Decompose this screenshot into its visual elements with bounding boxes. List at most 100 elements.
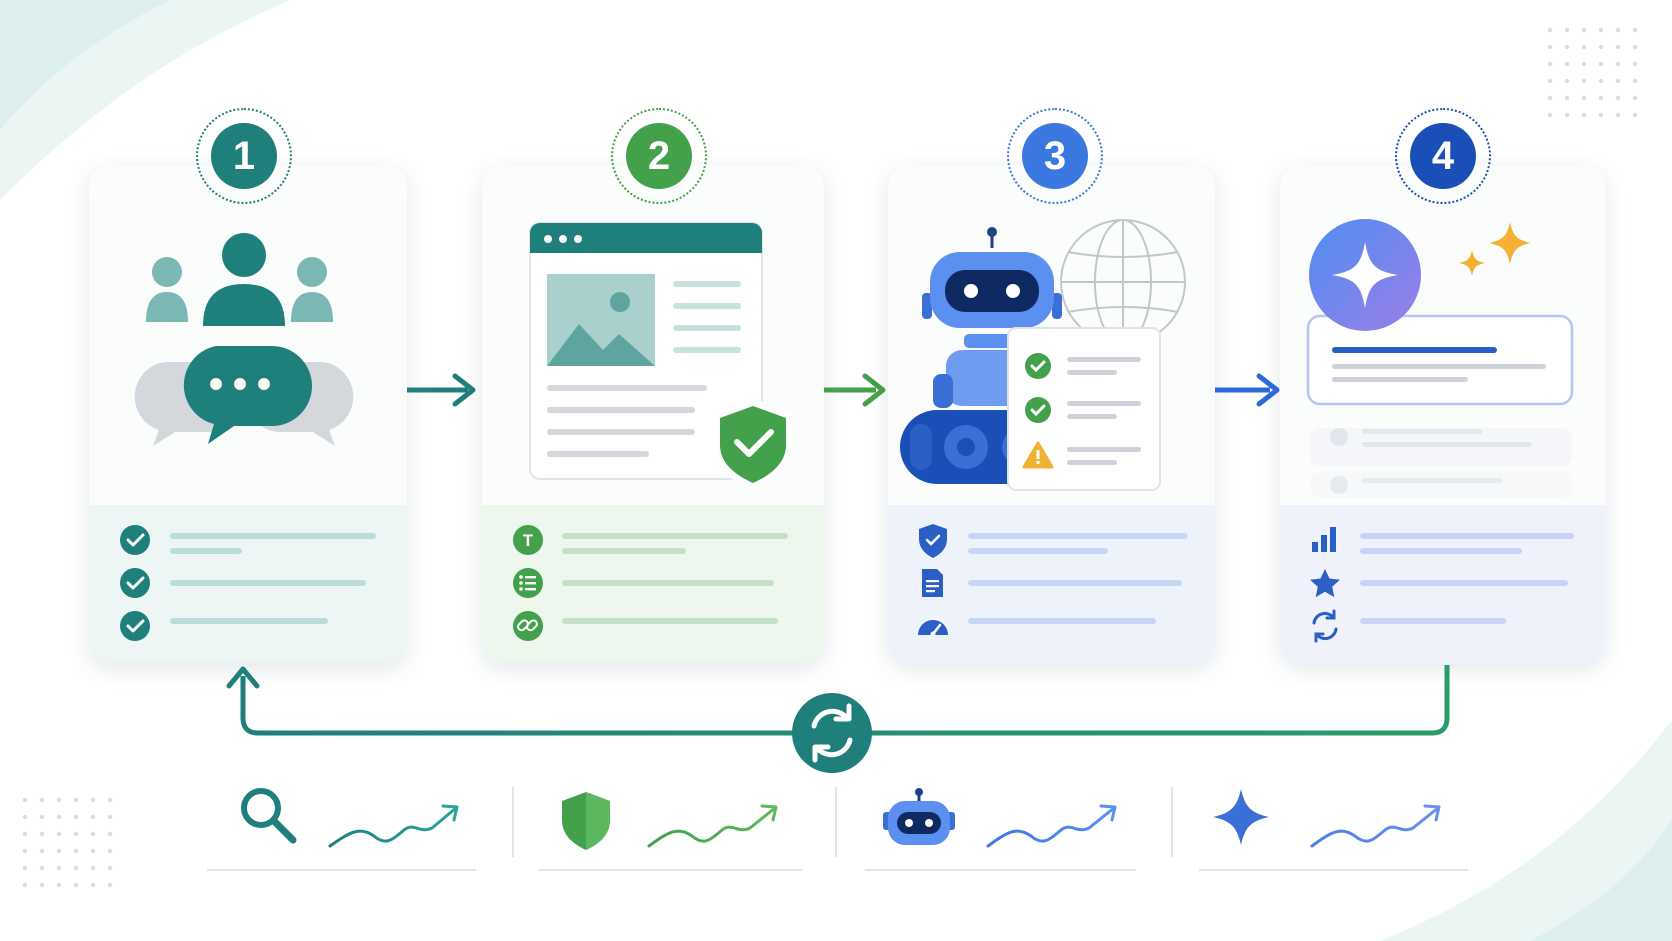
- decor-dot: [1598, 95, 1604, 101]
- step-3-details: [918, 524, 1188, 637]
- ai-sparkle-result-icon: [1306, 219, 1574, 498]
- text-icon: T: [513, 525, 543, 555]
- step-badge-2: 2: [611, 108, 707, 204]
- decor-dot: [107, 848, 113, 854]
- decor-dot: [1564, 95, 1570, 101]
- decor-dot: [1598, 112, 1604, 118]
- decor-dot: [1615, 44, 1621, 50]
- decor-dot: [22, 797, 28, 803]
- decor-dot: [56, 882, 62, 888]
- document-icon: [922, 569, 943, 597]
- refresh-icon: [811, 703, 853, 763]
- step-2-details: T: [513, 525, 788, 641]
- robot-globe-checklist-icon: [900, 219, 1186, 491]
- decor-dot: [90, 848, 96, 854]
- decor-dot: [90, 797, 96, 803]
- decor-dot: [1581, 61, 1587, 67]
- decor-dot: [56, 814, 62, 820]
- list-icon: [513, 568, 543, 598]
- decor-dot: [1547, 44, 1553, 50]
- decor-dot: [1632, 78, 1638, 84]
- feedback-loop: [226, 665, 1450, 773]
- arrow-right-icon: [407, 373, 476, 407]
- step-badge-1: 1: [196, 108, 292, 204]
- decor-dot: [1581, 78, 1587, 84]
- decor-dot: [1632, 95, 1638, 101]
- decor-dot: [1615, 78, 1621, 84]
- trend-up-icon: [328, 806, 458, 848]
- decor-dot: [1598, 44, 1604, 50]
- decor-dot: [39, 831, 45, 837]
- globe-icon: [1060, 219, 1186, 345]
- trend-up-icon: [986, 806, 1116, 848]
- sparkle-icon: [1213, 789, 1269, 845]
- decor-dot: [1564, 44, 1570, 50]
- decor-dot: [39, 865, 45, 871]
- decor-dot: [1598, 61, 1604, 67]
- step-number-2: 2: [626, 123, 692, 189]
- decor-dot: [73, 865, 79, 871]
- decor-dot: [39, 814, 45, 820]
- decor-dot: [1598, 78, 1604, 84]
- star-icon: [1309, 569, 1340, 598]
- decor-dot: [56, 865, 62, 871]
- decor-dot: [1632, 112, 1638, 118]
- decor-dot: [39, 882, 45, 888]
- step-1-details: [120, 525, 376, 641]
- step-number-1: 1: [211, 123, 277, 189]
- refresh-icon: [1312, 609, 1338, 643]
- step-number-3: 3: [1022, 123, 1088, 189]
- decor-dot: [107, 882, 113, 888]
- decor-dot: [73, 831, 79, 837]
- decor-dot: [1564, 27, 1570, 33]
- decor-dot: [1564, 61, 1570, 67]
- decor-dot: [1564, 112, 1570, 118]
- step-4-details: [1309, 527, 1574, 643]
- decor-dot: [90, 831, 96, 837]
- decor-dot: [1581, 44, 1587, 50]
- decor-dot: [1547, 61, 1553, 67]
- trend-up-icon: [647, 806, 777, 848]
- robot-icon: [883, 788, 955, 845]
- arrow-right-icon: [1215, 373, 1280, 407]
- decor-dot: [56, 848, 62, 854]
- decor-dot: [1632, 61, 1638, 67]
- decor-dot: [1547, 112, 1553, 118]
- sparkle-icon: [1459, 250, 1485, 276]
- decor-dot: [107, 814, 113, 820]
- decor-dot: [1564, 78, 1570, 84]
- shield-check-icon: [919, 524, 947, 558]
- decor-dot: [1615, 61, 1621, 67]
- search-icon: [241, 788, 297, 844]
- check-icon: [1025, 353, 1051, 379]
- decor-dot: [90, 882, 96, 888]
- decor-dot: [73, 848, 79, 854]
- check-icon: [120, 568, 150, 598]
- decor-dot: [73, 797, 79, 803]
- metrics-row: [207, 787, 1468, 871]
- decor-dot: [1615, 112, 1621, 118]
- decor-dot: [39, 848, 45, 854]
- decor-dot: [90, 865, 96, 871]
- decor-dot: [39, 797, 45, 803]
- link-icon: [513, 611, 543, 641]
- check-icon: [1025, 397, 1051, 423]
- decor-dot: [73, 882, 79, 888]
- decor-dot: [1581, 27, 1587, 33]
- decor-dot: [107, 797, 113, 803]
- decor-dot: [1615, 95, 1621, 101]
- bar-chart-icon: [1312, 527, 1336, 552]
- step-badge-4: 4: [1395, 108, 1491, 204]
- check-icon: [120, 525, 150, 555]
- decor-dot: [1581, 112, 1587, 118]
- decor-dot: [22, 848, 28, 854]
- decor-dot: [90, 814, 96, 820]
- decor-dot: [1632, 44, 1638, 50]
- decor-dot: [22, 814, 28, 820]
- shield-icon: [562, 792, 610, 850]
- step-badge-3: 3: [1007, 108, 1103, 204]
- webpage-shield-icon: [529, 222, 793, 490]
- decor-dot: [22, 865, 28, 871]
